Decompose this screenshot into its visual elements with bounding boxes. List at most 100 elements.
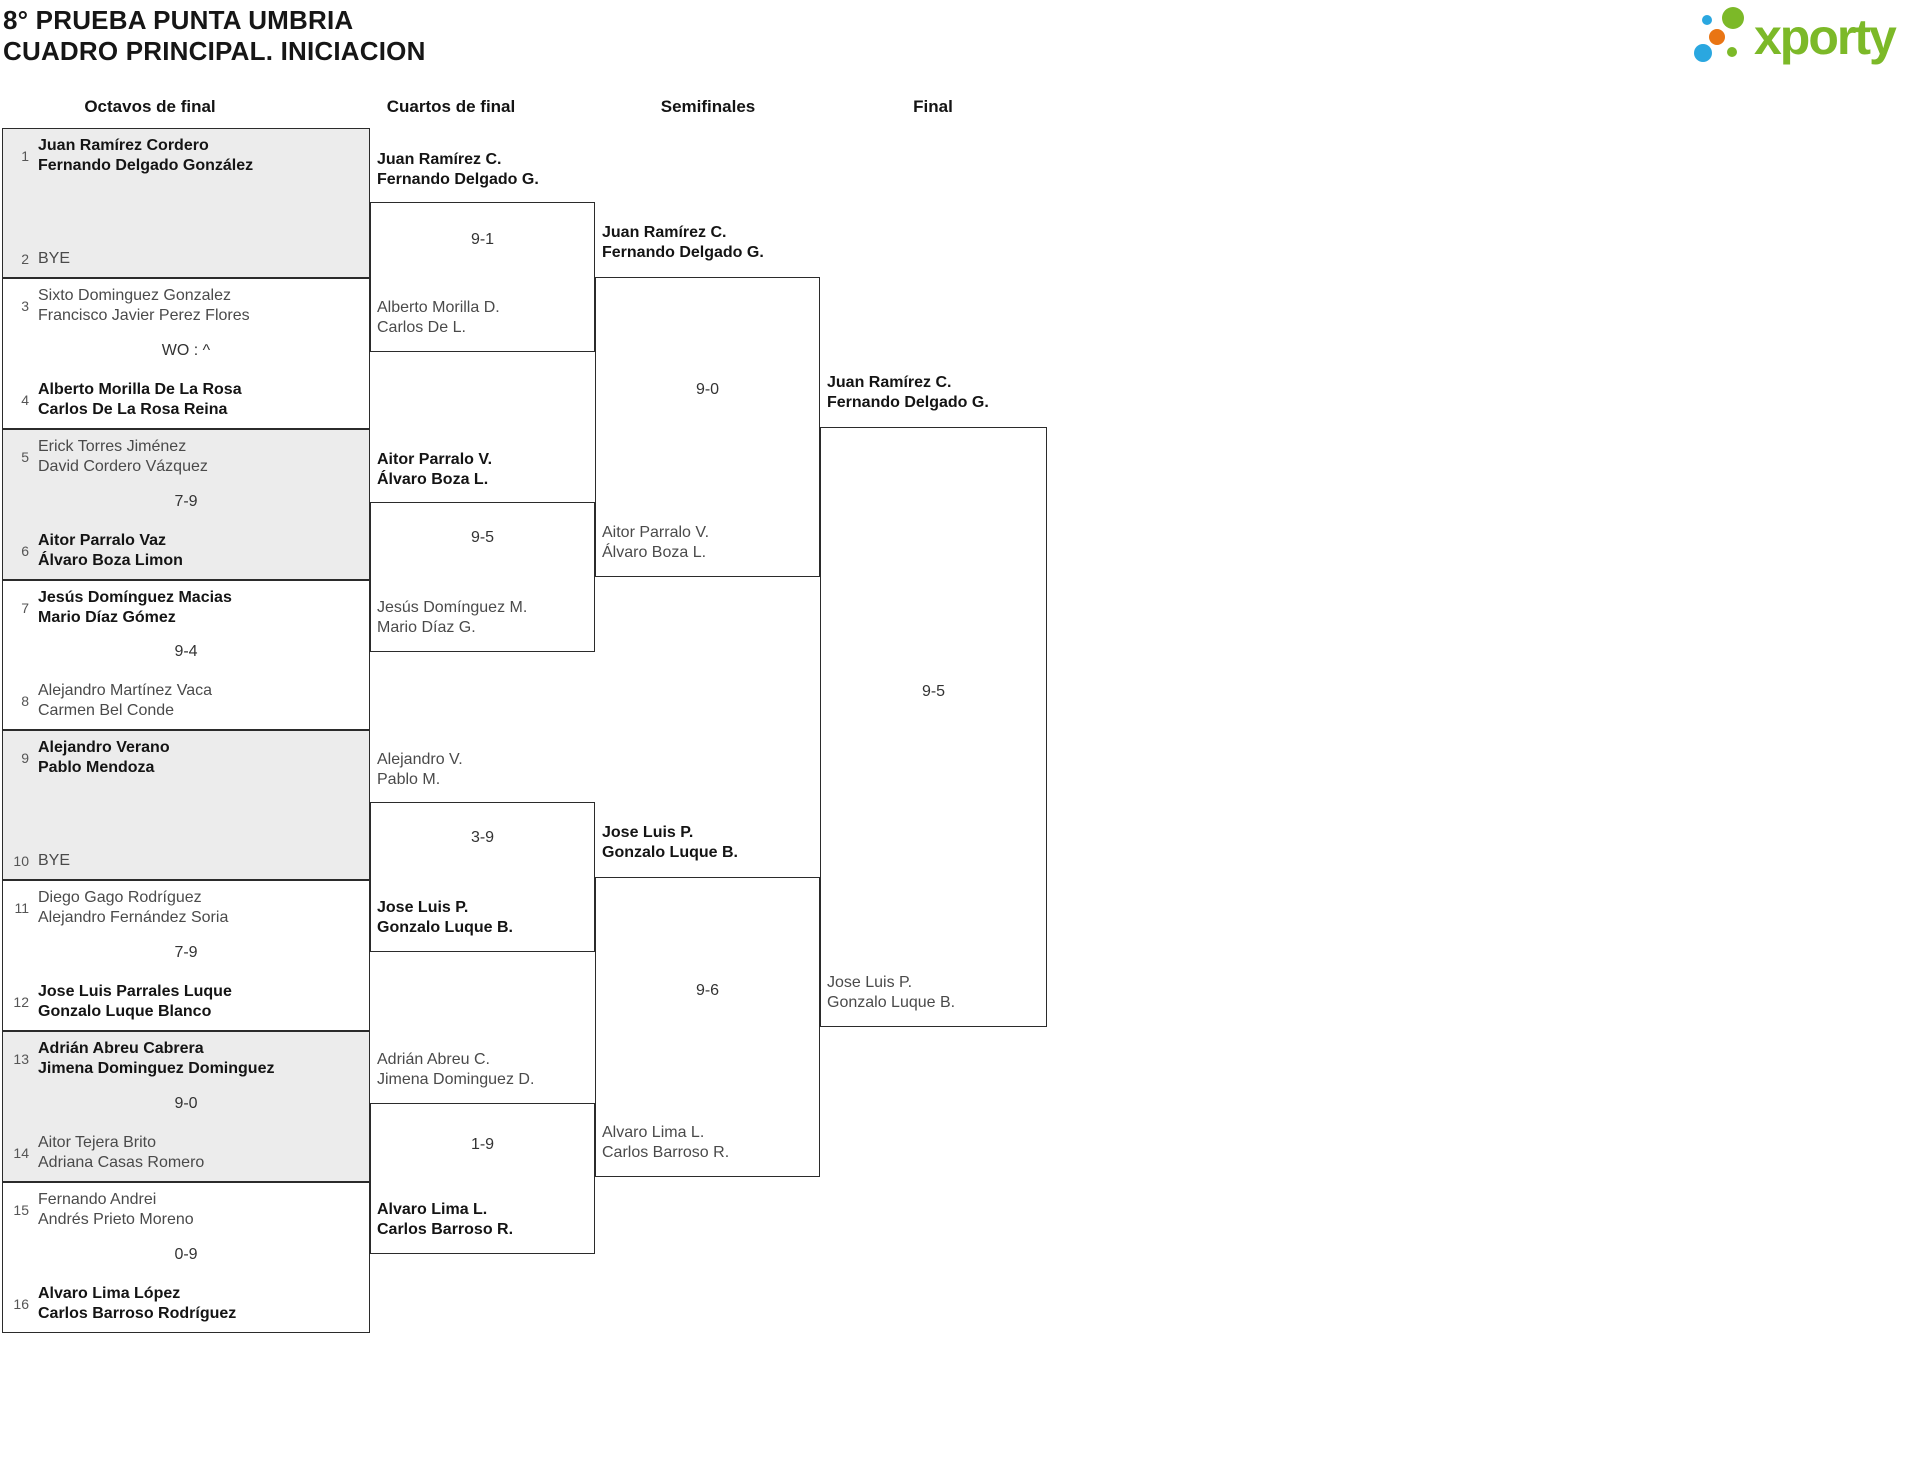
seed-number: 8	[21, 693, 29, 709]
player-name: Carmen Bel Conde	[38, 702, 175, 719]
team-names: Fernando Andrei Andrés Prieto Moreno	[38, 1190, 194, 1230]
round-header-final: Final	[913, 97, 953, 116]
team-names: Adrián Abreu Cabrera Jimena Dominguez Do…	[38, 1039, 274, 1079]
player-name: Alberto Morilla D.	[377, 299, 500, 316]
team-entry: 3 Sixto Dominguez Gonzalez Francisco Jav…	[9, 286, 363, 326]
round-header-octavos: Octavos de final	[84, 97, 216, 116]
page-title: 8° PRUEBA PUNTA UMBRIA CUADRO PRINCIPAL.…	[3, 5, 426, 67]
match-score: 7-9	[174, 492, 198, 510]
player-name: Alejandro Martínez Vaca	[38, 682, 213, 699]
match-score: 9-6	[695, 982, 720, 999]
player-name: Fernando Delgado G.	[602, 244, 764, 261]
logo-dots-icon	[1694, 7, 1744, 62]
seed-number: 12	[13, 994, 29, 1010]
team-names: Jesús Domínguez Macias Mario Díaz Gómez	[38, 588, 232, 628]
player-name: Álvaro Boza L.	[377, 471, 489, 488]
match-score: 9-5	[921, 683, 946, 700]
logo-dot	[1694, 44, 1712, 62]
team-names: Alejandro Martínez Vaca Carmen Bel Conde	[38, 681, 212, 721]
player-name: Andrés Prieto Moreno	[38, 1211, 194, 1228]
match-box-octavos-3: 5 Erick Torres Jiménez David Cordero Váz…	[2, 429, 370, 580]
team-names: Juan Ramírez Cordero Fernando Delgado Go…	[38, 136, 253, 176]
team-names: Alvaro Lima L. Carlos Barroso R.	[602, 1123, 729, 1163]
team-entry: 11 Diego Gago Rodríguez Alejandro Fernán…	[9, 888, 363, 928]
team-names: Aitor Parralo V. Álvaro Boza L.	[602, 523, 709, 563]
seed-number: 1	[21, 148, 29, 164]
team-names: BYE	[38, 851, 70, 871]
round-header-semifinales: Semifinales	[660, 97, 756, 116]
player-name: Jose Luis P.	[377, 899, 469, 916]
player-name: Adrián Abreu Cabrera	[38, 1040, 204, 1057]
match-box-octavos-8: 15 Fernando Andrei Andrés Prieto Moreno …	[2, 1182, 370, 1333]
player-name: Adrián Abreu C.	[377, 1051, 490, 1068]
player-name: Pablo Mendoza	[38, 759, 155, 776]
team-names: Erick Torres Jiménez David Cordero Vázqu…	[38, 437, 208, 477]
team-names: Aitor Parralo Vaz Álvaro Boza Limon	[38, 531, 183, 571]
team-names: Alberto Morilla D. Carlos De L.	[377, 298, 500, 338]
match-box-octavos-4: 7 Jesús Domínguez Macias Mario Díaz Góme…	[2, 580, 370, 730]
round-header-cuartos: Cuartos de final	[386, 97, 516, 116]
team-names: Juan Ramírez C. Fernando Delgado G.	[602, 223, 764, 263]
match-score: 9-5	[470, 529, 495, 546]
player-name: Sixto Dominguez Gonzalez	[38, 287, 231, 304]
team-names: BYE	[38, 249, 70, 269]
team-entry: 14 Aitor Tejera Brito Adriana Casas Rome…	[9, 1133, 363, 1173]
player-name: Alejandro Verano	[38, 739, 170, 756]
team-names: Adrián Abreu C. Jimena Dominguez D.	[377, 1050, 534, 1090]
team-entry: 4 Alberto Morilla De La Rosa Carlos De L…	[9, 380, 363, 420]
player-name: Mario Díaz G.	[377, 619, 476, 636]
match-box-octavos-2: 3 Sixto Dominguez Gonzalez Francisco Jav…	[2, 278, 370, 429]
player-name: Gonzalo Luque Blanco	[38, 1003, 212, 1020]
team-names: Sixto Dominguez Gonzalez Francisco Javie…	[38, 286, 250, 326]
player-name: Gonzalo Luque B.	[827, 994, 956, 1011]
player-name: Jose Luis P.	[827, 974, 913, 991]
match-box-final	[820, 427, 1047, 1027]
player-name: BYE	[38, 852, 71, 869]
player-name: Jose Luis Parrales Luque	[38, 983, 232, 1000]
team-names: Alejandro V. Pablo M.	[377, 750, 463, 790]
seed-number: 3	[21, 298, 29, 314]
seed-number: 2	[21, 251, 29, 267]
player-name: Alejandro Fernández Soria	[38, 909, 229, 926]
player-name: Aitor Tejera Brito	[38, 1134, 156, 1151]
player-name: Erick Torres Jiménez	[38, 438, 187, 455]
match-score: 0-9	[174, 1245, 198, 1263]
team-entry: 10 BYE	[9, 851, 363, 871]
team-entry: 6 Aitor Parralo Vaz Álvaro Boza Limon	[9, 531, 363, 571]
team-entry: 13 Adrián Abreu Cabrera Jimena Dominguez…	[9, 1039, 363, 1079]
team-entry: 16 Alvaro Lima López Carlos Barroso Rodr…	[9, 1284, 363, 1324]
player-name: Pablo M.	[377, 771, 441, 788]
match-box-cuartos-3	[370, 802, 595, 952]
match-box-cuartos-1	[370, 202, 595, 352]
player-name: Gonzalo Luque B.	[377, 919, 513, 936]
match-box-cuartos-4	[370, 1103, 595, 1254]
seed-number: 7	[21, 600, 29, 616]
team-entry: 12 Jose Luis Parrales Luque Gonzalo Luqu…	[9, 982, 363, 1022]
bracket-subtitle: CUADRO PRINCIPAL. INICIACION	[3, 36, 426, 66]
player-name: Alvaro Lima López	[38, 1285, 181, 1302]
match-box-cuartos-2	[370, 502, 595, 652]
player-name: Jesús Domínguez Macias	[38, 589, 232, 606]
player-name: Juan Ramírez Cordero	[38, 137, 209, 154]
logo-dot	[1702, 15, 1712, 25]
player-name: Jimena Dominguez D.	[377, 1071, 535, 1088]
match-box-octavos-7: 13 Adrián Abreu Cabrera Jimena Dominguez…	[2, 1031, 370, 1182]
team-entry: 2 BYE	[9, 249, 363, 269]
player-name: Jose Luis P.	[602, 824, 694, 841]
logo-wordmark: xporty	[1754, 9, 1897, 65]
player-name: Juan Ramírez C.	[377, 151, 502, 168]
player-name: Fernando Delgado González	[38, 157, 254, 174]
player-name: BYE	[38, 250, 71, 267]
player-name: Álvaro Boza Limon	[38, 552, 183, 569]
player-name: Adriana Casas Romero	[38, 1154, 205, 1171]
team-names: Jose Luis P. Gonzalo Luque B.	[377, 898, 513, 938]
player-name: Francisco Javier Perez Flores	[38, 307, 250, 324]
player-name: David Cordero Vázquez	[38, 458, 208, 475]
team-names: Aitor Tejera Brito Adriana Casas Romero	[38, 1133, 204, 1173]
player-name: Carlos Barroso R.	[602, 1144, 730, 1161]
logo-dot	[1709, 29, 1725, 45]
seed-number: 5	[21, 449, 29, 465]
team-names: Alberto Morilla De La Rosa Carlos De La …	[38, 380, 242, 420]
player-name: Aitor Parralo Vaz	[38, 532, 167, 549]
